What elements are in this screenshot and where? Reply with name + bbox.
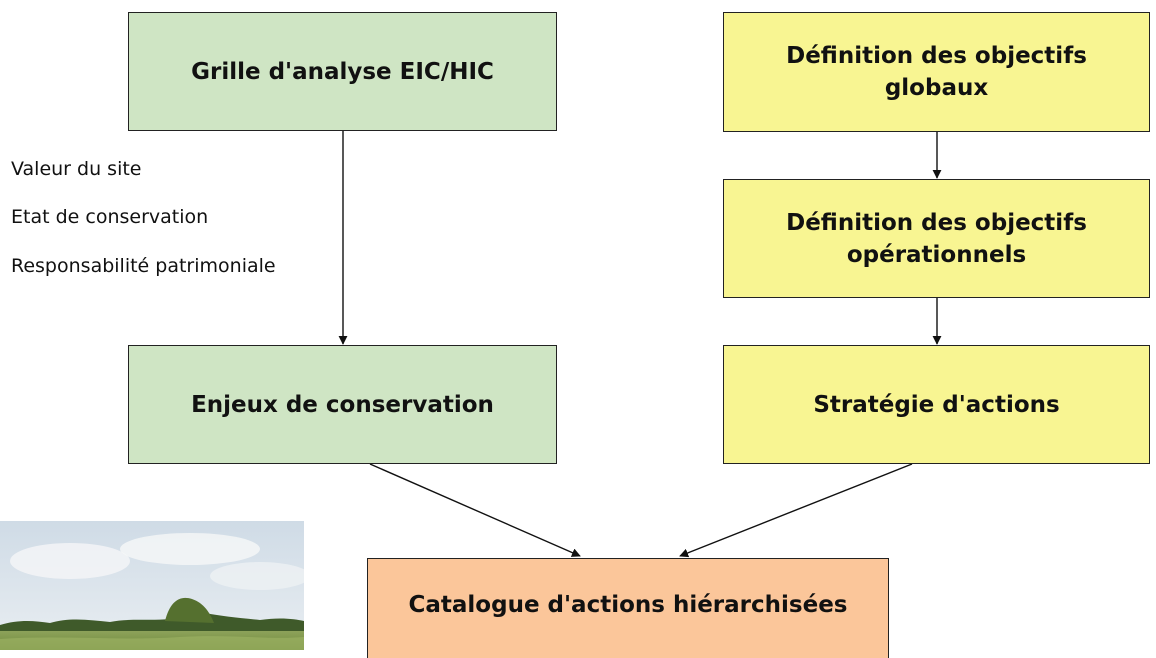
- arrow-strategie-to-catalogue: [679, 463, 913, 558]
- landscape-photo: [0, 521, 304, 650]
- objectifs-operationnels-label: Définition des objectifs opérationnels: [786, 209, 1087, 268]
- enjeux-box: Enjeux de conservation: [128, 345, 557, 464]
- landscape-photo-drawing: [0, 521, 304, 650]
- strategie-label: Stratégie d'actions: [813, 391, 1060, 418]
- objectifs-operationnels-box: Définition des objectifs opérationnels: [723, 179, 1150, 298]
- objectifs-globaux-box: Définition des objectifs globaux: [723, 12, 1150, 132]
- criterion-etat: Etat de conservation: [11, 206, 209, 228]
- criterion-responsabilite: Responsabilité patrimoniale: [11, 255, 276, 277]
- catalogue-box: Catalogue d'actions hiérarchisées: [367, 558, 889, 658]
- grille-label: Grille d'analyse EIC/HIC: [191, 58, 494, 85]
- arrow-enjeux-to-catalogue: [369, 463, 581, 557]
- enjeux-label: Enjeux de conservation: [191, 391, 494, 418]
- strategie-box: Stratégie d'actions: [723, 345, 1150, 464]
- catalogue-label: Catalogue d'actions hiérarchisées: [408, 591, 848, 618]
- criterion-valeur: Valeur du site: [11, 158, 142, 180]
- grille-box: Grille d'analyse EIC/HIC: [128, 12, 557, 131]
- objectifs-globaux-label: Définition des objectifs globaux: [786, 43, 1087, 101]
